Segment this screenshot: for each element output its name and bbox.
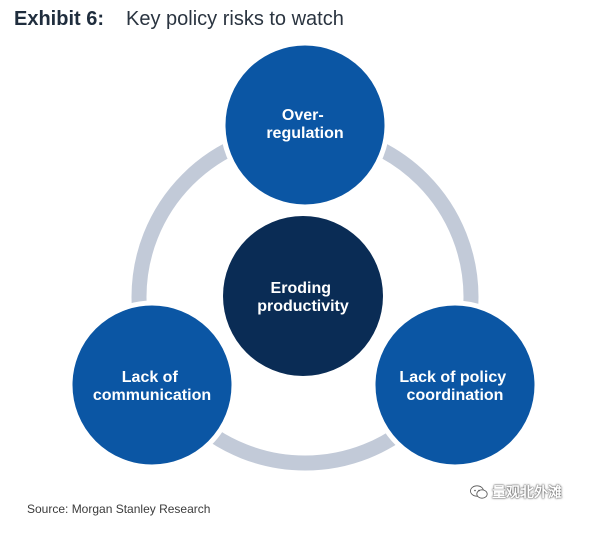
node-lack-of-policy-coordination-line-2: coordination [407, 387, 504, 404]
node-lack-of-policy-coordination: Lack of policy coordination [370, 300, 540, 470]
watermark-text: 量观北外滩 [492, 484, 562, 500]
node-over-regulation-label: Over- regulation [266, 107, 343, 142]
node-lack-of-communication-line-1: Lack of [122, 369, 179, 386]
exhibit-label: Exhibit 6: [14, 8, 105, 30]
node-lack-of-communication: Lack of communication [67, 300, 237, 470]
wechat-icon [470, 485, 488, 499]
node-over-regulation-circle [220, 40, 390, 210]
node-eroding-productivity-label: Eroding productivity [257, 280, 349, 315]
node-eroding-productivity-line-2: productivity [257, 298, 349, 315]
node-eroding-productivity-circle [223, 216, 383, 376]
source-note: Source: Morgan Stanley Research [27, 502, 211, 516]
node-lack-of-communication-line-2: communication [93, 387, 211, 404]
exhibit-title: Key policy risks to watch [126, 8, 344, 30]
node-over-regulation: Over- regulation [220, 40, 390, 210]
node-lack-of-policy-coordination-circle [370, 300, 540, 470]
node-eroding-productivity-line-1: Eroding [271, 280, 331, 297]
node-eroding-productivity: Eroding productivity [223, 216, 383, 376]
watermark: 量观北外滩 [470, 482, 562, 502]
node-lack-of-policy-coordination-label: Lack of policy coordination [399, 369, 510, 404]
exhibit-header: Exhibit 6: Key policy risks to watch [14, 8, 344, 31]
node-over-regulation-line-2: regulation [266, 125, 343, 142]
node-lack-of-policy-coordination-line-1: Lack of policy [399, 369, 506, 386]
node-over-regulation-line-1: Over- [282, 107, 324, 124]
node-lack-of-communication-label: Lack of communication [93, 369, 211, 404]
node-lack-of-communication-circle [67, 300, 237, 470]
